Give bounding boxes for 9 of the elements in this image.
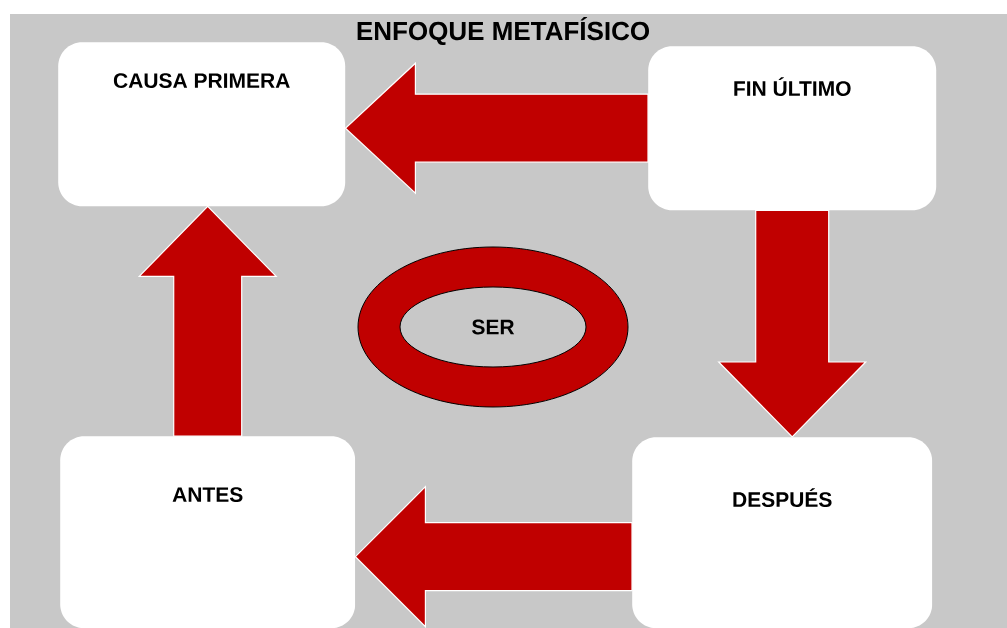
block-arrow: [354, 485, 633, 628]
block-arrow: [717, 209, 868, 438]
text-box: CAUSA PRIMERA: [58, 42, 346, 207]
title: ENFOQUE METAFÍSICO: [357, 16, 650, 46]
block-arrow: [137, 205, 278, 437]
text-box: ANTES: [60, 436, 356, 628]
text-box: DESPUÉS: [632, 437, 933, 628]
block-arrow: [344, 61, 649, 195]
text-box: FIN ÚLTIMO: [648, 46, 937, 211]
